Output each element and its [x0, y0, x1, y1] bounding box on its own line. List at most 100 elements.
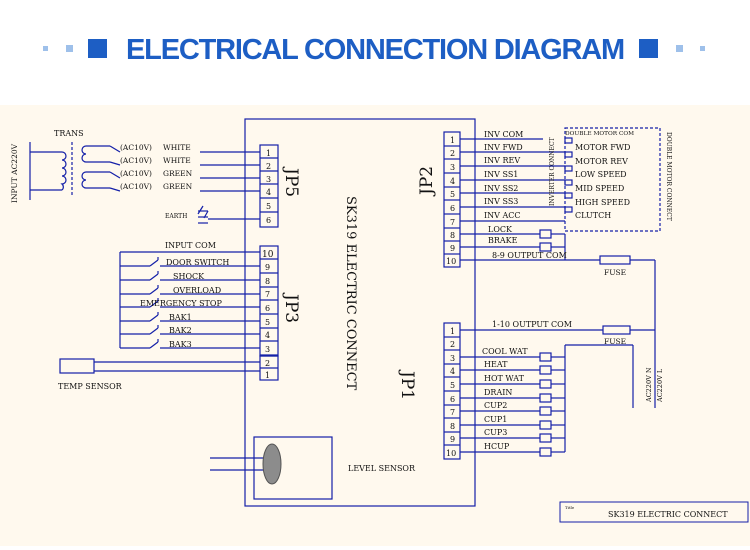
header-decoration: [639, 39, 658, 58]
jp1-signal-label: HOT WAT: [484, 374, 525, 383]
header-decoration: [700, 46, 705, 51]
title-block: [559, 501, 749, 523]
double-motor-item: MOTOR FWD: [575, 143, 630, 152]
double-motor-title: DOUBLE MOTOR COM: [565, 131, 634, 137]
header-decoration: [88, 39, 107, 58]
earth-label: EARTH: [165, 213, 187, 220]
jp2-pin: 1: [450, 136, 455, 145]
transformer-output-voltage: (AC10V): [120, 169, 152, 178]
transformer-output-voltage: (AC10V): [120, 143, 152, 152]
temp-sensor-label: TEMP SENSOR: [58, 382, 123, 391]
jp1-pin: 9: [450, 435, 455, 444]
jp2-pin: 2: [450, 149, 455, 158]
jp2-pin: 4: [450, 177, 455, 186]
title-block-value: SK319 ELECTRIC CONNECT: [608, 510, 728, 519]
transformer-secondary-coil: [81, 171, 87, 189]
jp2-signal-label: LOCK: [488, 225, 513, 234]
inverter-connect-label: INVERTER CONNECT: [549, 137, 556, 206]
jp1-pin: 2: [450, 340, 455, 349]
jp1-pin: 4: [450, 367, 455, 376]
jp2-signal-label: INV SS2: [484, 184, 518, 193]
power-label: AC220V N: [645, 367, 653, 403]
jp3-pin: 3: [265, 345, 270, 354]
transformer-output-color: WHITE: [163, 156, 191, 165]
input-com-label: INPUT COM: [165, 241, 216, 250]
jp3-pin: 5: [265, 318, 270, 327]
jp1-signal-label: COOL WAT: [482, 347, 528, 356]
jp5-pin: 5: [266, 202, 271, 211]
jp2-signal-label: 8-9 OUTPUT COM: [492, 251, 567, 260]
jp2-pin: 3: [450, 163, 455, 172]
jp2-pin: 6: [450, 204, 455, 213]
jp5-label: JP5: [281, 166, 301, 197]
transformer-output-color: GREEN: [163, 169, 193, 178]
jp1-pin: 10: [446, 449, 456, 458]
title-block-label: Title: [565, 505, 575, 510]
double-motor-item: LOW SPEED: [575, 170, 627, 179]
fuse: [602, 325, 631, 335]
jp1-signal-label: HEAT: [484, 360, 508, 369]
jp1-pin: 1: [450, 327, 455, 336]
input-switch-label: SHOCK: [173, 272, 205, 281]
jp2-signal-label: INV SS1: [484, 170, 518, 179]
transformer-output-color: GREEN: [163, 182, 193, 191]
double-motor-item: MID SPEED: [575, 184, 624, 193]
jp3-pin: 10: [262, 250, 274, 260]
jp3-pin: 1: [265, 371, 270, 380]
jp3-label: JP3: [281, 292, 301, 323]
page-title: ELECTRICAL CONNECTION DIAGRAM: [126, 34, 625, 66]
jp1-pin: 3: [450, 354, 455, 363]
earth-symbol: [197, 205, 209, 224]
transformer-output-voltage: (AC10V): [120, 156, 152, 165]
jp3-pin: 8: [265, 277, 270, 286]
transformer-primary-coil: [60, 151, 67, 191]
page-header: ELECTRICAL CONNECTION DIAGRAM: [0, 0, 750, 105]
jp1-label: JP1: [397, 369, 417, 400]
temp-sensor: [59, 358, 95, 374]
double-motor-box: [564, 127, 661, 232]
jp2-signal-label: INV COM: [484, 130, 523, 139]
double-motor-side-label: DOUBLE MOTOR CONNECT: [665, 132, 672, 221]
double-motor-item: CLUTCH: [575, 211, 611, 220]
fuse: [599, 255, 631, 265]
jp5-pin: 6: [266, 216, 271, 225]
jp1-pin: 8: [450, 422, 455, 431]
transformer-secondary-coil: [81, 145, 87, 163]
board-name: SK319 ELECTRIC CONNECT: [343, 196, 358, 391]
transformer-output-color: WHITE: [163, 143, 191, 152]
jp5-pin: 2: [266, 162, 271, 171]
jp2-signal-label: INV SS3: [484, 197, 518, 206]
jp5-pin: 1: [266, 149, 271, 158]
jp2-signal-label: INV ACC: [484, 211, 521, 220]
input-switch-label: DOOR SWITCH: [166, 258, 229, 267]
jp2-pin: 5: [450, 190, 455, 199]
transformer-label: TRANS: [54, 129, 84, 138]
double-motor-item: HIGH SPEED: [575, 198, 630, 207]
jp1-signal-label: CUP1: [484, 415, 507, 424]
double-motor-item: MOTOR REV: [575, 157, 628, 166]
input-switch-label: BAK2: [169, 326, 192, 335]
jp3-pin: 9: [265, 263, 270, 272]
header-decoration: [676, 45, 683, 52]
header-decoration: [66, 45, 73, 52]
jp2-signal-label: BRAKE: [488, 236, 518, 245]
jp3-pin: 7: [265, 290, 270, 299]
jp1-pin: 7: [450, 408, 455, 417]
transformer-output-voltage: (AC10V): [120, 182, 152, 191]
input-switch-label: BAK1: [169, 313, 192, 322]
jp3-pin: 2: [265, 359, 270, 368]
jp2-pin: 7: [450, 218, 455, 227]
jp1-signal-label: CUP2: [484, 401, 507, 410]
jp2-pin: 9: [450, 244, 455, 253]
jp5-connector: [259, 144, 279, 228]
jp1-pin: 6: [450, 395, 455, 404]
level-sensor-label: LEVEL SENSOR: [348, 464, 416, 473]
jp1-signal-label: 1-10 OUTPUT COM: [492, 320, 572, 329]
fuse-label: FUSE: [604, 337, 626, 346]
jp2-signal-label: INV FWD: [484, 143, 523, 152]
power-label: AC220V L: [656, 368, 664, 403]
controller-board: [244, 118, 476, 507]
fuse-label: FUSE: [604, 268, 626, 277]
jp3-pin: 4: [265, 331, 270, 340]
input-switch-label: EMERGENCY STOP: [140, 299, 222, 308]
